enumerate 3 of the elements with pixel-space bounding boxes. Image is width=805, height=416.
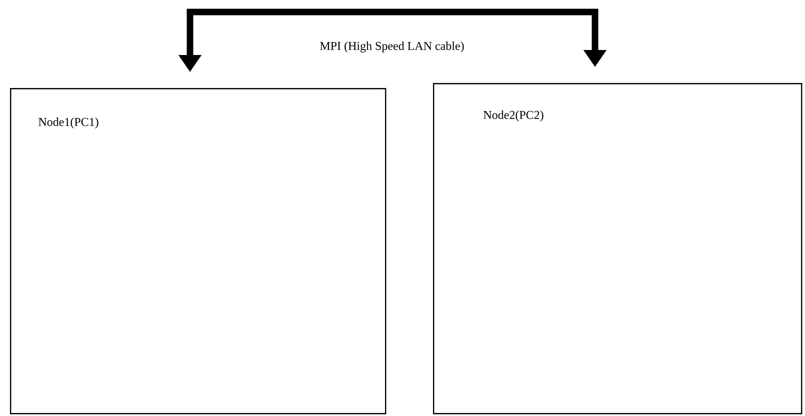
computer-box: Node2(PC2) bbox=[433, 83, 802, 414]
edge-label: MPI (High Speed LAN cable) bbox=[318, 40, 466, 54]
computer-box: Node1(PC1) bbox=[10, 88, 386, 414]
